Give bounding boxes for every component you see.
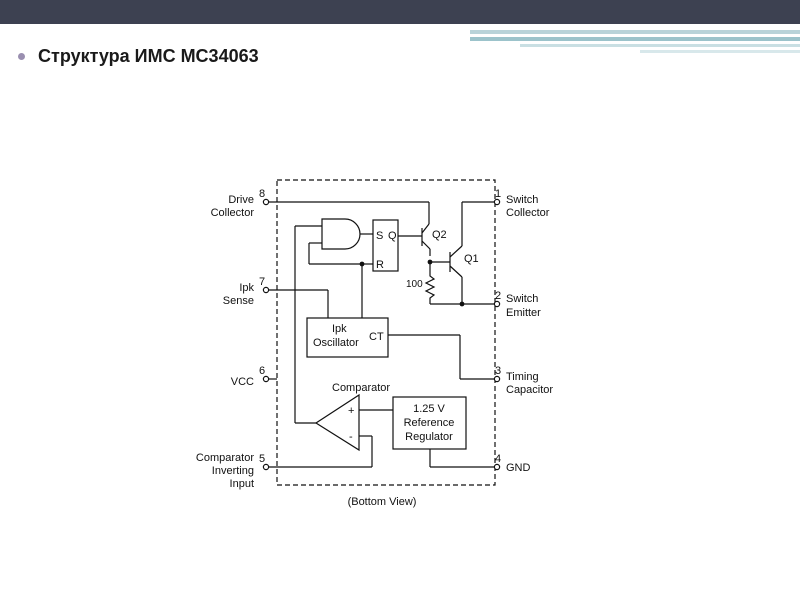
- pin-5-label: Comparator: [196, 452, 254, 464]
- header-accent-line: [470, 37, 800, 41]
- oscillator-ipk-label: Ipk: [332, 323, 347, 335]
- pin-7-terminal: [262, 286, 270, 294]
- pin-number: 2: [495, 290, 501, 302]
- diagram-caption: (Bottom View): [348, 496, 417, 508]
- header-accent-line: [470, 30, 800, 34]
- reference-label: Reference: [404, 417, 455, 429]
- latch-box: [372, 219, 399, 272]
- pin-8-label: Collector: [211, 207, 255, 219]
- pin-number: 3: [495, 365, 501, 377]
- comparator-plus: +: [348, 405, 354, 417]
- pin-5-terminal: [262, 463, 270, 471]
- junction-dot: [427, 259, 433, 265]
- reference-label: 1.25 V: [413, 403, 445, 415]
- pin-6-label: VCC: [231, 376, 254, 388]
- resistor-100: [424, 262, 436, 304]
- pin-3-label: Capacitor: [506, 384, 553, 396]
- pin-number: 5: [259, 453, 265, 465]
- pin-7-label: Ipk: [239, 282, 254, 294]
- resistor-label: 100: [406, 279, 423, 290]
- bullet-marker: [18, 53, 25, 60]
- pin-1-label: Collector: [506, 207, 550, 219]
- comparator-triangle: [314, 393, 360, 452]
- q2-label: Q2: [432, 229, 447, 241]
- package-outline: [276, 179, 496, 486]
- latch-q-label: Q: [388, 230, 397, 242]
- pin-7-label: Sense: [223, 295, 254, 307]
- pin-3-label: Timing: [506, 371, 539, 383]
- oscillator-label: Oscillator: [313, 337, 359, 349]
- pin-number: 7: [259, 276, 265, 288]
- pin-1-label: Switch: [506, 194, 538, 206]
- top-bar: [0, 0, 800, 24]
- pin-3-terminal: [493, 375, 501, 383]
- pin-number: 6: [259, 365, 265, 377]
- pin-4-terminal: [493, 463, 501, 471]
- pin-number: 4: [495, 453, 501, 465]
- latch-s-label: S: [376, 230, 383, 242]
- reference-label: Regulator: [405, 431, 453, 443]
- pin-2-label: Switch: [506, 293, 538, 305]
- junction-dot: [459, 301, 465, 307]
- pin-8-terminal: [262, 198, 270, 206]
- comparator-minus: -: [349, 431, 353, 443]
- pin-2-label: Emitter: [506, 307, 541, 319]
- pin-6-terminal: [262, 375, 270, 383]
- pin-4-label: GND: [506, 462, 531, 474]
- comparator-label: Comparator: [332, 382, 390, 394]
- latch-r-label: R: [376, 259, 384, 271]
- oscillator-ct-label: CT: [369, 331, 384, 343]
- header-accent-line: [640, 50, 800, 53]
- pin-5-label: Inverting: [212, 465, 254, 477]
- slide-title: Структура ИМС MC34063: [38, 46, 259, 66]
- pin-8-label: Drive: [228, 194, 254, 206]
- q1-label: Q1: [464, 253, 479, 265]
- pin-number: 1: [495, 188, 501, 200]
- pin-2-terminal: [493, 300, 501, 308]
- junction-dot: [359, 261, 365, 267]
- pin-number: 8: [259, 188, 265, 200]
- pin-1-terminal: [493, 198, 501, 206]
- pin-5-label: Input: [230, 478, 254, 490]
- header-accent-line: [520, 44, 800, 47]
- oscillator-box: [306, 317, 389, 358]
- and-gate: [321, 218, 361, 250]
